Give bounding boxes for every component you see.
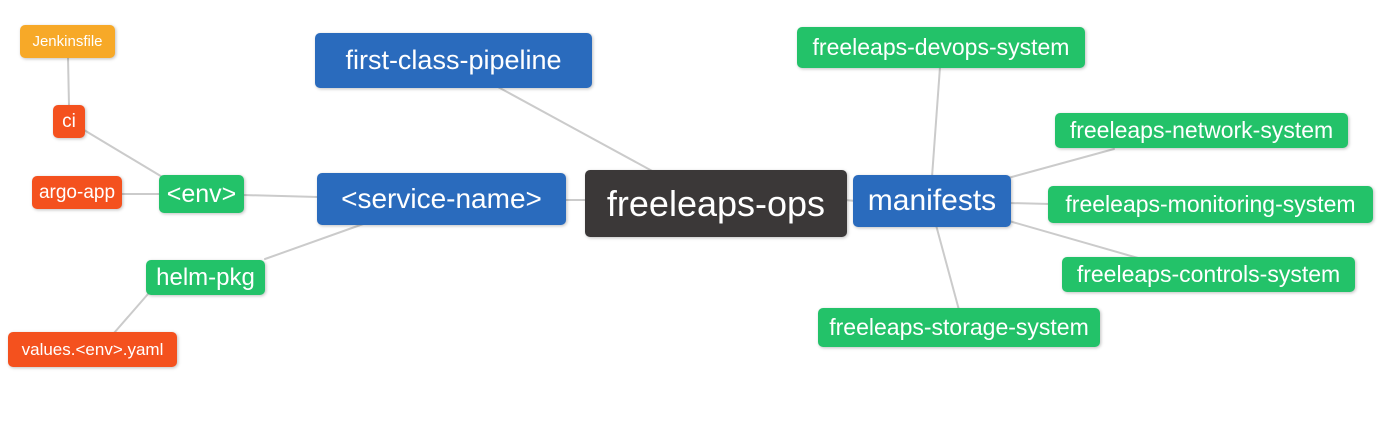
node-label: freeleaps-storage-system (829, 314, 1089, 340)
node-freeleaps-network-system[interactable]: freeleaps-network-system (1055, 113, 1348, 148)
edge-manifests-controls (1008, 220, 1139, 259)
node-jenkinsfile[interactable]: Jenkinsfile (20, 25, 115, 58)
edge-pipeline-freeleaps-ops (497, 86, 655, 173)
node-label: argo-app (38, 181, 116, 203)
node-argo-app[interactable]: argo-app (32, 176, 122, 209)
edge-manifests-monitoring (1008, 202, 1051, 205)
node-first-class-pipeline[interactable]: first-class-pipeline (315, 33, 592, 88)
node-label: values.<env>.yaml (21, 339, 164, 359)
node-label: <service-name> (341, 183, 542, 214)
node-manifests[interactable]: manifests (853, 175, 1011, 227)
node-ci[interactable]: ci (53, 105, 85, 138)
edge-jenkinsfile-ci (67, 56, 70, 107)
edge-env-service-name (242, 194, 319, 198)
edge-manifests-devops (931, 66, 941, 178)
node-helm-pkg[interactable]: helm-pkg (146, 260, 265, 295)
node-values-env-yaml[interactable]: values.<env>.yaml (8, 332, 177, 367)
edge-helm-pkg-service-name (264, 222, 367, 260)
node-service-name[interactable]: <service-name> (317, 173, 566, 225)
node-freeleaps-controls-system[interactable]: freeleaps-controls-system (1062, 257, 1355, 292)
node-label: Jenkinsfile (32, 33, 103, 50)
node-freeleaps-ops[interactable]: freeleaps-ops (585, 170, 847, 237)
edge-ci-env (83, 129, 165, 179)
node-label: freeleaps-devops-system (812, 34, 1070, 60)
node-label: manifests (867, 184, 997, 217)
node-label: <env> (166, 179, 237, 208)
edge-values-helm-pkg (113, 293, 149, 334)
node-label: freeleaps-ops (606, 182, 826, 224)
node-label: first-class-pipeline (345, 45, 562, 75)
node-freeleaps-storage-system[interactable]: freeleaps-storage-system (818, 308, 1100, 347)
node-freeleaps-devops-system[interactable]: freeleaps-devops-system (797, 27, 1085, 68)
node-env[interactable]: <env> (159, 175, 244, 213)
node-label: ci (62, 110, 76, 132)
node-freeleaps-monitoring-system[interactable]: freeleaps-monitoring-system (1048, 186, 1373, 223)
edge-manifests-storage (935, 224, 960, 311)
node-label: helm-pkg (156, 263, 255, 291)
node-label: freeleaps-controls-system (1076, 261, 1341, 287)
edge-manifests-network (1007, 148, 1115, 179)
node-label: freeleaps-monitoring-system (1065, 191, 1356, 217)
node-label: freeleaps-network-system (1069, 117, 1334, 143)
